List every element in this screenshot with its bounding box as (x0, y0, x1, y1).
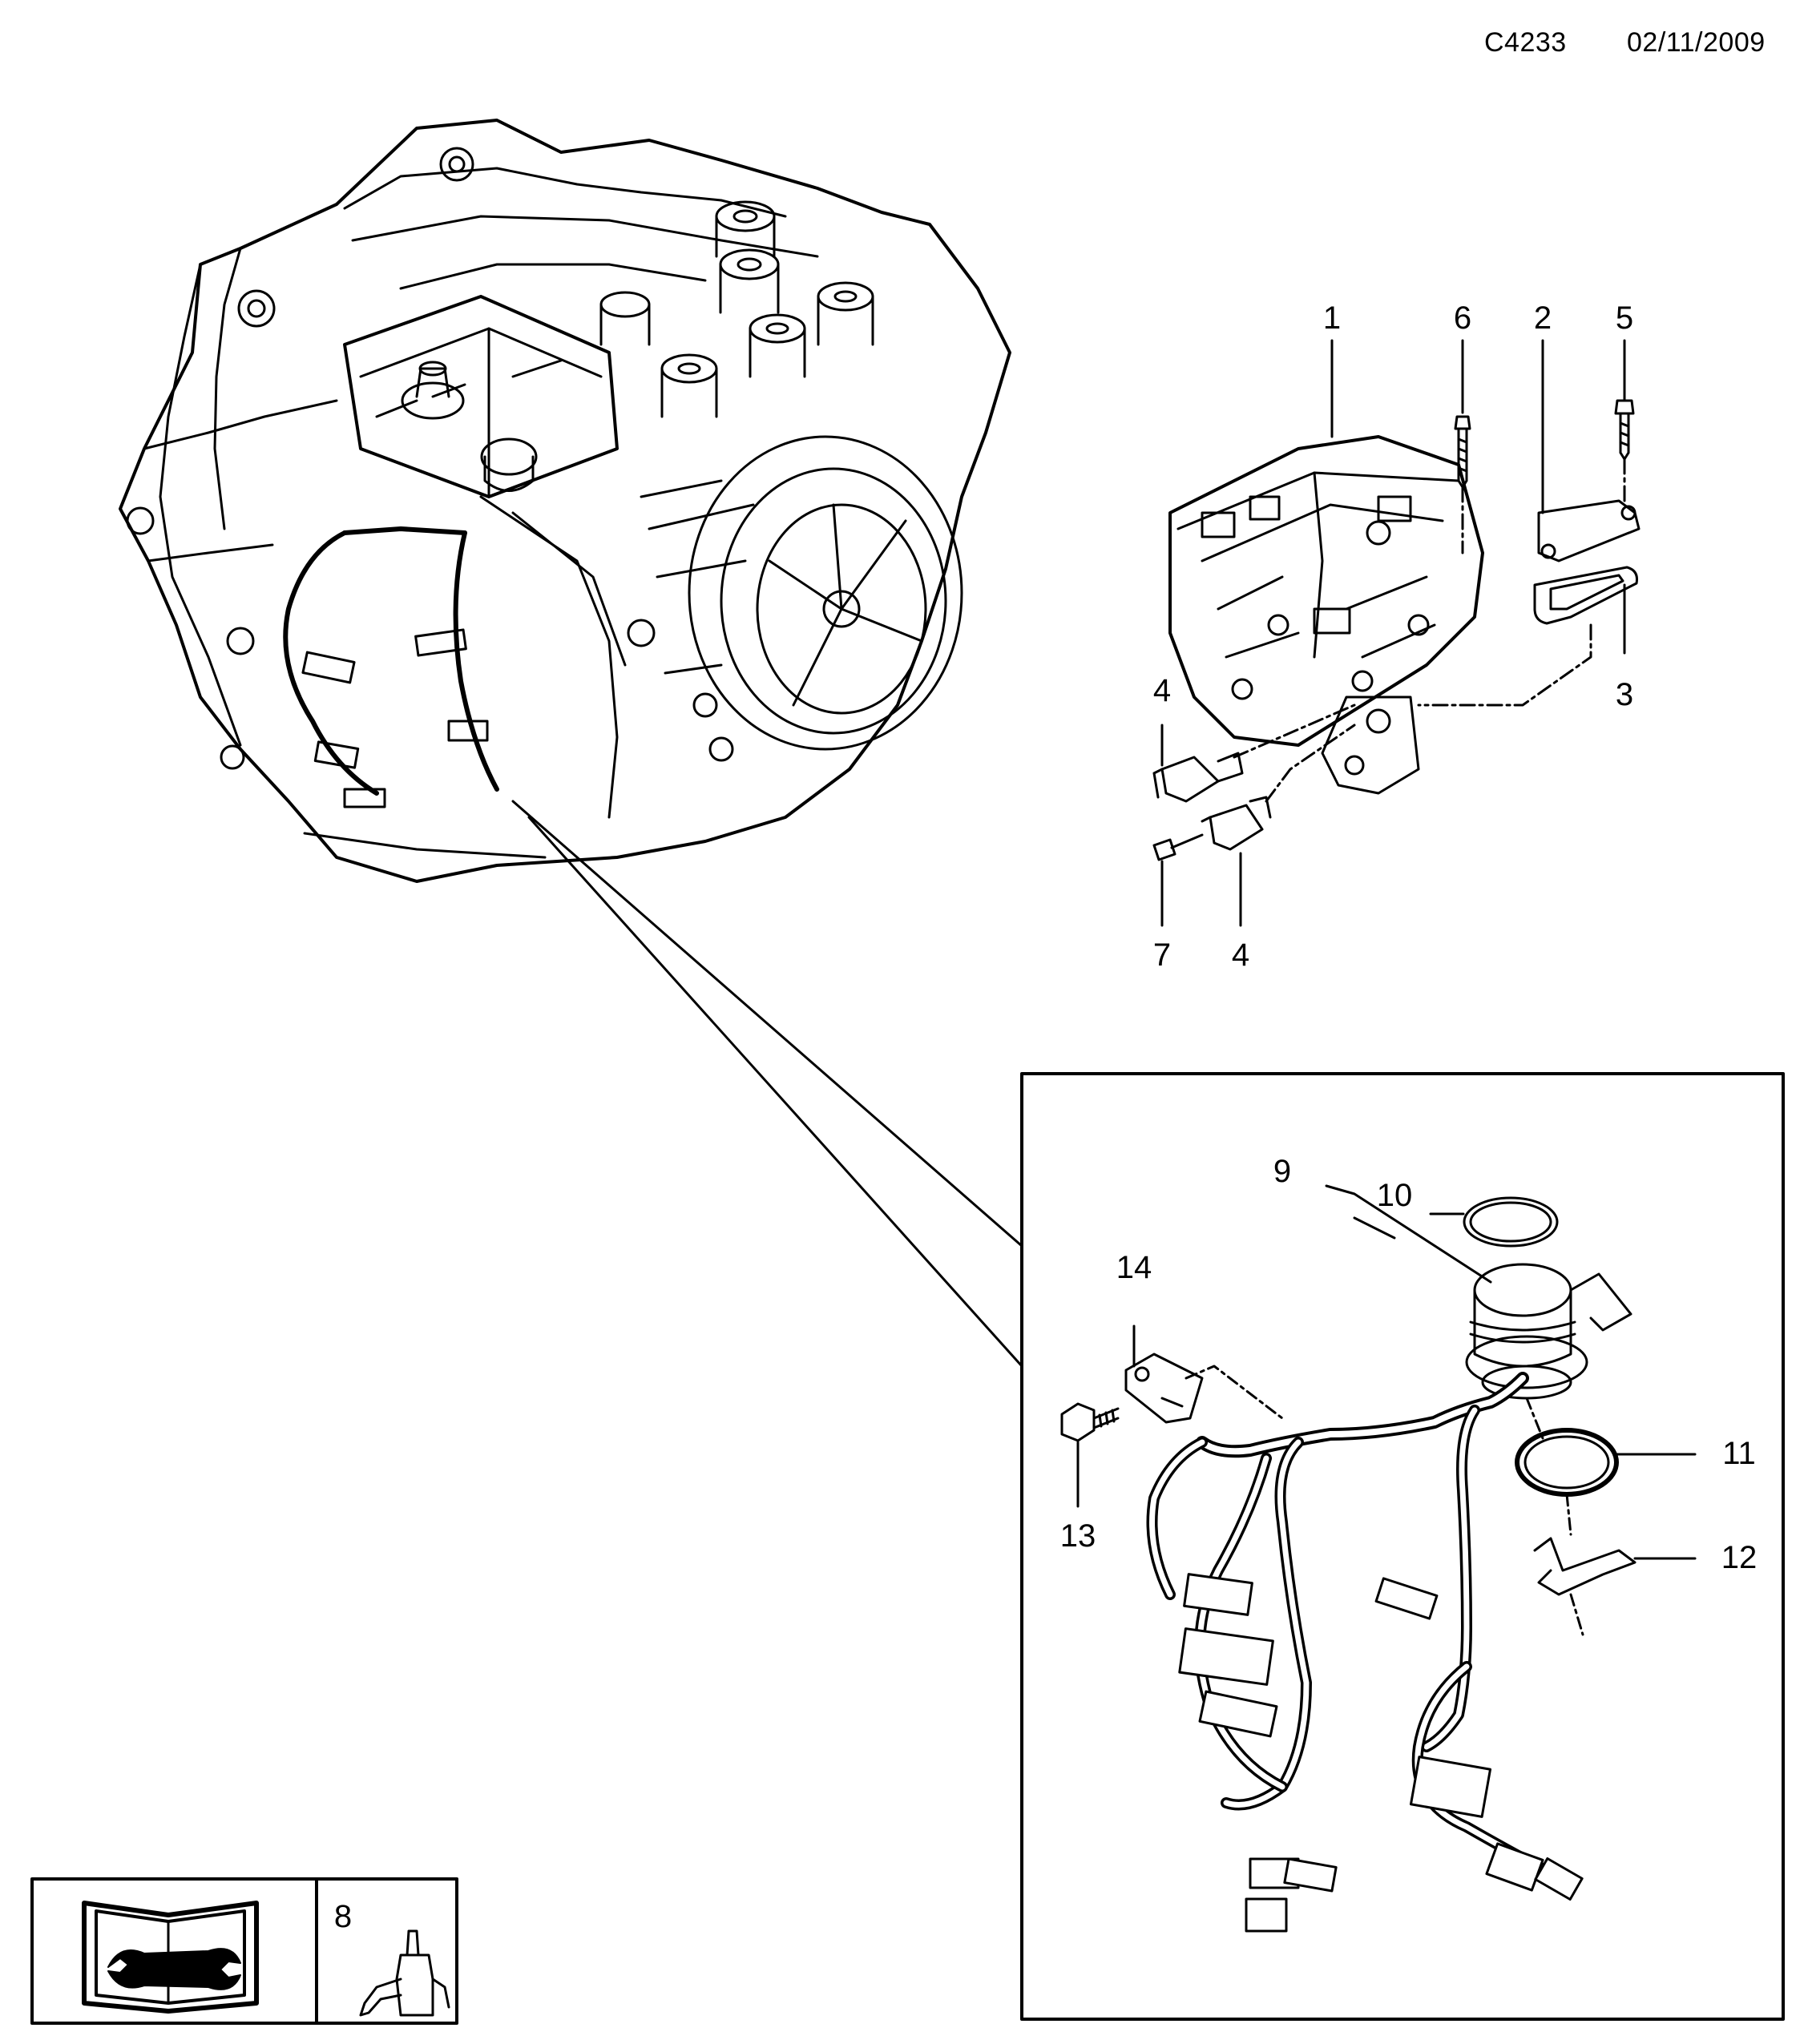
bolt-7 (1152, 833, 1204, 861)
callout-4-upper: 4 (1153, 673, 1171, 708)
callout-4-lower: 4 (1232, 937, 1249, 973)
callout-1: 1 (1323, 300, 1341, 336)
transmission-assembly (119, 119, 1011, 883)
bracket-14 (1124, 1353, 1204, 1424)
legend-box: 8 (30, 1877, 458, 2025)
solenoid-upper (1152, 752, 1244, 803)
callout-2: 2 (1534, 300, 1552, 336)
solenoid-lower (1201, 796, 1272, 851)
differential-housing (688, 435, 963, 751)
callout-3: 3 (1616, 677, 1633, 712)
connector-9 (1465, 1263, 1632, 1400)
callout-9: 9 (1273, 1154, 1291, 1189)
detail-frame (1020, 1072, 1785, 2021)
valve-body-group (1152, 339, 1641, 927)
cover-plate (1537, 499, 1641, 562)
callout-6: 6 (1454, 300, 1471, 336)
bolt-6 (1454, 415, 1471, 489)
callout-5: 5 (1616, 300, 1633, 336)
gear-towers (599, 200, 874, 418)
legend-item-8: 8 (334, 1899, 352, 1934)
fluid-bottle-applicator-icon (359, 1929, 450, 2017)
bolt-13 (1060, 1402, 1120, 1442)
drawing-code: C4233 (1484, 27, 1567, 58)
retaining-clip-12 (1533, 1537, 1637, 1596)
gasket (1533, 566, 1638, 625)
callout-12: 12 (1721, 1540, 1758, 1575)
callout-7: 7 (1153, 937, 1171, 973)
callout-14: 14 (1116, 1250, 1152, 1285)
callout-13: 13 (1060, 1518, 1096, 1554)
callout-10: 10 (1377, 1178, 1413, 1213)
seal-ring-11 (1515, 1428, 1619, 1497)
zoom-leader-lower (527, 816, 1023, 1368)
bolt-5 (1614, 399, 1635, 461)
zoom-leader-upper (511, 800, 1023, 1248)
drawing-date: 02/11/2009 (1627, 27, 1766, 58)
callout-11: 11 (1722, 1436, 1756, 1471)
harness-detail (1060, 1184, 1697, 1933)
o-ring-10 (1463, 1196, 1559, 1248)
service-manual-book-wrench-icon (82, 1901, 259, 2014)
